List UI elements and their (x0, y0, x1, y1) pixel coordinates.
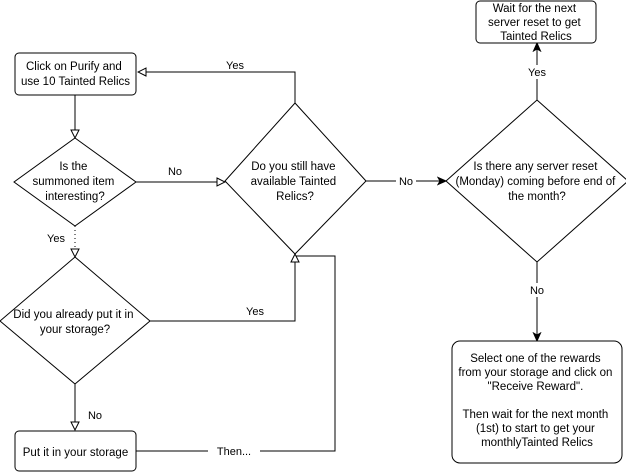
node-line: available Tainted (251, 176, 336, 188)
node-wait-next-reset: Wait for the next server reset to get Ta… (475, 0, 597, 44)
node-text: Do you still have available Tainted Reli… (251, 161, 340, 203)
node-text: Did you already put it in your storage? (13, 309, 136, 336)
node-line: server reset to get (488, 17, 581, 29)
edge-label-text: Yes (226, 60, 244, 72)
node-line: monthlyTainted Relics (481, 437, 593, 449)
node-text: Is the summoned item interesting? (32, 161, 117, 203)
node-line: from your storage and click on (458, 367, 612, 379)
node-text: Click on Purify and use 10 Tainted Relic… (21, 61, 130, 88)
node-line: Click on Purify and (26, 61, 122, 73)
node-line: Do you still have (251, 161, 335, 173)
node-line: (Monday) coming before end of (455, 176, 616, 188)
node-line: Tainted Relics (500, 31, 572, 43)
node-text: Wait for the next server reset to get Ta… (488, 3, 584, 43)
edge-label-stored-no: No (88, 410, 102, 422)
edge-labels: Yes No Yes No Yes No Yes No Then... (47, 60, 550, 458)
node-line: Then wait for the next month (463, 409, 609, 421)
node-line: the month? (508, 191, 566, 203)
node-already-stored: Did you already put it in your storage? (0, 256, 151, 385)
edge-storage-to-relics (136, 255, 336, 452)
node-line: Is there any server reset (473, 161, 598, 173)
edge-label-text: No (530, 285, 544, 297)
edge-label-summoned-yes: Yes (47, 233, 65, 245)
node-line: Did you already put it in (13, 309, 133, 321)
edge-stored-to-relics (150, 254, 295, 322)
node-text: Select one of the rewards from your stor… (458, 353, 615, 449)
node-line: your storage? (40, 324, 110, 336)
edge-label-stored-yes: Yes (246, 306, 264, 318)
edge-label-text: Yes (47, 233, 65, 245)
edge-label-text: No (399, 176, 413, 188)
edge-label-text: Then... (217, 446, 251, 458)
edge-label-text: No (168, 166, 182, 178)
edge-label-summoned-no: No (168, 166, 182, 178)
node-server-reset: Is there any server reset (Monday) comin… (445, 99, 626, 263)
edge-label-reset-no: No (526, 283, 548, 297)
node-line: Select one of the rewards (470, 353, 601, 365)
node-line: Relics? (276, 191, 314, 203)
edge-label-relics-yes: Yes (226, 60, 244, 72)
edge-label-storage-then: Then... (208, 444, 260, 458)
edge-relics-to-click (138, 72, 296, 103)
node-summoned-interesting: Is the summoned item interesting? (13, 137, 137, 227)
node-click-purify: Click on Purify and use 10 Tainted Relic… (14, 52, 137, 96)
node-line: "Receive Reward". (488, 381, 584, 393)
node-text: Is there any server reset (Monday) comin… (455, 161, 618, 203)
node-line: interesting? (45, 191, 104, 203)
node-select-reward: Select one of the rewards from your stor… (451, 340, 623, 464)
edge-label-text: No (88, 410, 102, 422)
node-line: Wait for the next (493, 3, 577, 15)
node-still-have-relics: Do you still have available Tainted Reli… (224, 102, 367, 255)
edge-label-reset-yes: Yes (524, 65, 550, 79)
node-line: use 10 Tainted Relics (21, 76, 130, 88)
node-line: Is the (59, 161, 87, 173)
node-line: summoned item (32, 176, 114, 188)
edge-label-relics-no: No (396, 174, 416, 188)
node-line: (1st) to start to get your (476, 423, 595, 435)
node-text: Put it in your storage (23, 447, 128, 459)
edge-label-text: Yes (246, 306, 264, 318)
edge-label-text: Yes (528, 67, 546, 79)
node-put-in-storage: Put it in your storage (14, 430, 137, 472)
node-line: Put it in your storage (23, 447, 128, 459)
